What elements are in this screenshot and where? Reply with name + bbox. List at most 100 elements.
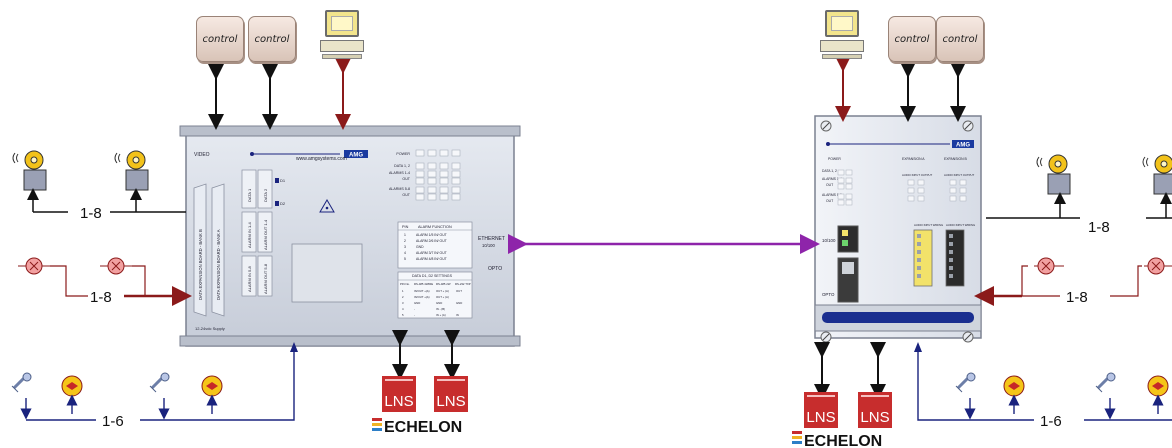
svg-text:ALARM 4/8 IN/ OUT: ALARM 4/8 IN/ OUT	[416, 257, 447, 261]
left-expansion-banks: DATA EXPANSION BOARD - BANK B DATA EXPAN…	[193, 183, 225, 317]
left-brand: AMG	[349, 153, 363, 159]
left-bell-icons	[12, 150, 149, 191]
right-control-key-1: control	[888, 16, 936, 62]
control-label: control	[942, 33, 978, 45]
right-audio-arrowhead	[914, 342, 922, 352]
svg-text:IN/OUT +(A): IN/OUT +(A)	[414, 289, 430, 293]
svg-text:ALARM OUT 1-4: ALARM OUT 1-4	[263, 219, 268, 250]
svg-text:OUT: OUT	[402, 193, 410, 197]
svg-text:5: 5	[402, 313, 404, 317]
svg-text:1: 1	[404, 233, 406, 237]
left-alarm-out-range: 1-8	[90, 289, 112, 306]
svg-text:AUDIO INPUT WIRING: AUDIO INPUT WIRING	[946, 223, 975, 227]
svg-text:ALARM IN 5-8: ALARM IN 5-8	[247, 265, 252, 292]
svg-text:OUT + (A): OUT + (A)	[436, 289, 449, 293]
svg-text:AUDIO INPUT OUTPUT: AUDIO INPUT OUTPUT	[944, 173, 975, 177]
right-lns-badge-2: LNS	[858, 392, 892, 428]
left-data-table: DATA D1, D2 SETTINGS PIN No. RS-485 4WIR…	[397, 271, 473, 319]
svg-text:ALARM OUT 5-8: ALARM OUT 5-8	[263, 263, 268, 294]
svg-text:RS-232 TXP: RS-232 TXP	[455, 282, 471, 286]
right-eth-label: 10/100	[822, 238, 836, 243]
svg-text:ALARMS 5-8: ALARMS 5-8	[389, 187, 410, 191]
svg-text:DATA EXPANSION BOARD - BANK B: DATA EXPANSION BOARD - BANK B	[198, 229, 203, 300]
left-warning-icon	[319, 199, 335, 213]
svg-text:ALARMS 1-4: ALARMS 1-4	[822, 177, 842, 181]
left-alarm-in-lines	[27, 188, 186, 213]
svg-text:ALARMS 1-4: ALARMS 1-4	[389, 171, 410, 175]
left-control-links	[208, 64, 278, 130]
left-opto-label: OPTO	[488, 266, 502, 272]
svg-text:1: 1	[402, 289, 404, 293]
right-bell-icons	[1036, 154, 1172, 195]
svg-text:OUT: OUT	[826, 199, 833, 203]
svg-text:ALARM 1/5 IN/ OUT: ALARM 1/5 IN/ OUT	[416, 233, 447, 237]
right-computer-icon	[820, 10, 864, 60]
svg-text:GND: GND	[456, 301, 462, 305]
right-alarm-in-range: 1-8	[1088, 219, 1110, 236]
svg-text:POWER: POWER	[828, 157, 841, 161]
right-audio-range: 1-6	[1040, 413, 1062, 430]
right-control-links	[900, 62, 966, 122]
left-supply-label: 12-24vdc Supply	[195, 326, 225, 331]
left-video-label: VIDEO	[194, 152, 210, 158]
right-audio-icons	[955, 372, 1169, 397]
svg-text:RS-485 2W: RS-485 2W	[436, 282, 451, 286]
svg-text:IN + (A): IN + (A)	[436, 313, 446, 317]
left-audio-icons	[11, 372, 223, 397]
svg-text:DATA EXPANSION BOARD - BANK A: DATA EXPANSION BOARD - BANK A	[216, 229, 221, 300]
left-ethernet-speed: 10/100	[482, 243, 495, 248]
svg-text:3: 3	[402, 301, 404, 305]
left-lns-links	[392, 330, 460, 380]
left-computer-icon	[320, 10, 364, 60]
svg-text:GND: GND	[436, 301, 442, 305]
svg-text:4: 4	[404, 251, 406, 255]
left-control-key-2: control	[248, 16, 296, 62]
svg-text:ALARM 2/6 IN/ OUT: ALARM 2/6 IN/ OUT	[416, 239, 447, 243]
svg-text:DATA 2: DATA 2	[263, 188, 268, 202]
svg-text:4: 4	[402, 307, 404, 311]
svg-text:POWER: POWER	[396, 152, 410, 156]
svg-text:ECHELON: ECHELON	[804, 433, 882, 448]
svg-text:2: 2	[404, 239, 406, 243]
right-lns-badge-1: LNS	[804, 392, 838, 428]
svg-text:PIN: PIN	[402, 225, 409, 229]
left-url: www.amgsystems.com	[296, 156, 347, 162]
left-led-block: POWER DATA 1, 2 ALARMS 1-4 OUT ALARMS 5-…	[389, 152, 411, 197]
svg-text:PIN No.: PIN No.	[400, 282, 410, 286]
svg-text:IN/OUT +(A): IN/OUT +(A)	[414, 295, 430, 299]
right-lns-links	[814, 342, 886, 400]
svg-text:DATA 1: DATA 1	[247, 188, 252, 202]
svg-text:-: -	[414, 313, 415, 317]
left-module-window	[291, 243, 363, 303]
svg-text:GND: GND	[416, 245, 424, 249]
svg-text:5: 5	[404, 257, 406, 261]
left-control-key-1: control	[196, 16, 244, 62]
right-audio-lines	[917, 346, 1172, 421]
right-siren-icons	[1034, 257, 1172, 275]
svg-text:D1: D1	[280, 178, 286, 183]
svg-text:EXPANSION A: EXPANSION A	[902, 157, 925, 161]
left-alarm-in-range: 1-8	[80, 205, 102, 222]
control-label: control	[894, 33, 930, 45]
svg-text:IN: IN	[456, 313, 459, 317]
right-opto-label: OPTO	[822, 292, 835, 297]
svg-text:OUT: OUT	[456, 289, 462, 293]
svg-text:ECHELON: ECHELON	[384, 419, 462, 436]
right-terminal-a	[913, 229, 933, 287]
svg-text:DATA 1, 2: DATA 1, 2	[394, 164, 410, 168]
svg-text:ALARM 3/7 IN/ OUT: ALARM 3/7 IN/ OUT	[416, 251, 447, 255]
left-echelon-logo: ECHELON	[372, 418, 462, 436]
svg-text:DATA D1, D2 SETTINGS: DATA D1, D2 SETTINGS	[412, 274, 453, 278]
svg-text:AUDIO INPUT OUTPUT: AUDIO INPUT OUTPUT	[902, 173, 933, 177]
svg-text:2: 2	[402, 295, 404, 299]
lns-label: LNS	[384, 393, 414, 410]
control-label: control	[202, 33, 238, 45]
right-brand: AMG	[956, 143, 970, 149]
left-lns-badge-1: LNS	[382, 376, 416, 412]
right-control-key-2: control	[936, 16, 984, 62]
left-alarm-out-lines	[50, 265, 146, 297]
right-alarm-out-range: 1-8	[1066, 289, 1088, 306]
svg-text:GND: GND	[414, 301, 420, 305]
